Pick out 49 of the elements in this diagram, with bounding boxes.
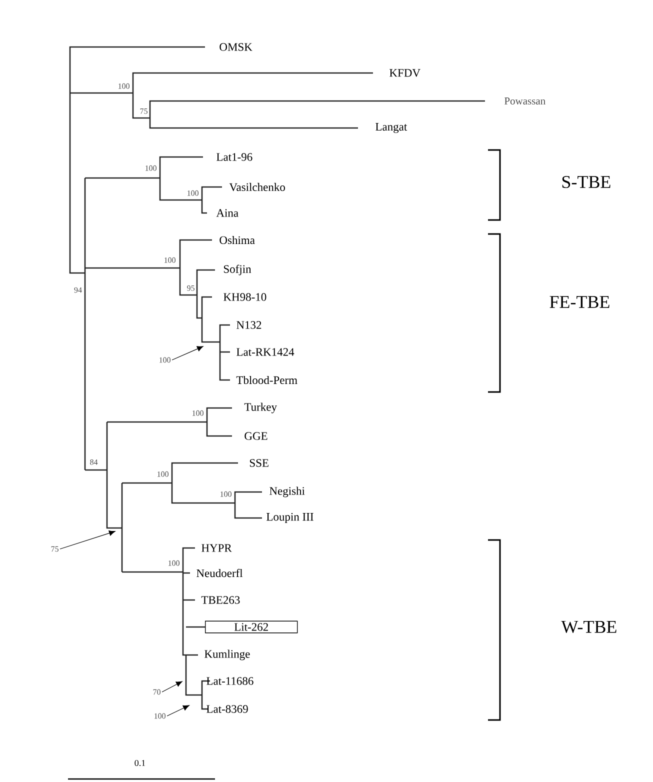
leaf-label: Turkey	[244, 402, 277, 414]
bootstrap-value: 75	[51, 546, 58, 552]
bootstrap-value: 84	[90, 459, 98, 465]
leaf-label: Lat-RK1424	[236, 348, 294, 356]
leaf-label: Oshima	[220, 236, 255, 244]
leaf-label: HYPR	[202, 544, 232, 552]
clade-label: S-TBE	[562, 176, 610, 188]
leaf-label: KH98-10	[224, 293, 266, 301]
scale-label: 0.1	[134, 760, 146, 766]
arrow	[172, 346, 204, 360]
arrow	[162, 681, 182, 692]
leaf-label: Lat-8369	[206, 705, 248, 713]
bootstrap-value: 100	[220, 491, 232, 497]
bootstrap-value: 100	[160, 357, 170, 363]
leaf-label: N132	[236, 321, 262, 329]
bootstrap-value: 100	[168, 560, 180, 566]
leaf-label: Tblood-Perm	[236, 376, 298, 384]
leaf-label: Vasilchenko	[229, 182, 285, 192]
leaf-label: Negishi	[270, 486, 305, 498]
boxed-label: Lit-262	[205, 620, 298, 634]
clade-label: FE-TBE	[550, 296, 610, 308]
leaf-label: SSE	[250, 459, 268, 467]
leaf-label: Powassan	[504, 98, 546, 104]
leaf-label: Sofjin	[224, 264, 252, 276]
leaf-label: Lat1-96	[216, 153, 252, 161]
leaf-label: Neudoerfl	[196, 568, 243, 578]
leaf-label: Kumlinge	[204, 650, 250, 660]
arrow	[166, 705, 190, 716]
bootstrap-value: 95	[187, 285, 194, 291]
bootstrap-value: 100	[192, 410, 204, 416]
arrow	[60, 530, 116, 550]
bootstrap-value: 100	[146, 165, 156, 171]
leaf-label: OMSK	[220, 43, 252, 51]
leaf-label: KFDV	[390, 69, 420, 77]
bootstrap-value: 70	[153, 689, 160, 695]
bootstrap-value: 100	[154, 713, 166, 719]
bootstrap-value: 100	[118, 83, 130, 89]
bootstrap-value: 100	[164, 257, 176, 263]
bootstrap-value: 100	[188, 190, 198, 196]
leaf-label: TBE263	[201, 596, 240, 604]
leaf-label: Loupin III	[266, 512, 314, 524]
leaf-label: Langat	[376, 123, 408, 133]
leaf-label: GGE	[244, 432, 268, 440]
leaf-label: Aina	[216, 209, 238, 217]
bootstrap-value: 100	[158, 471, 168, 477]
clade-label: W-TBE	[561, 620, 616, 634]
bootstrap-value: 75	[140, 108, 148, 114]
leaf-label: Lat-11686	[206, 677, 254, 685]
bootstrap-value: 94	[74, 287, 82, 293]
